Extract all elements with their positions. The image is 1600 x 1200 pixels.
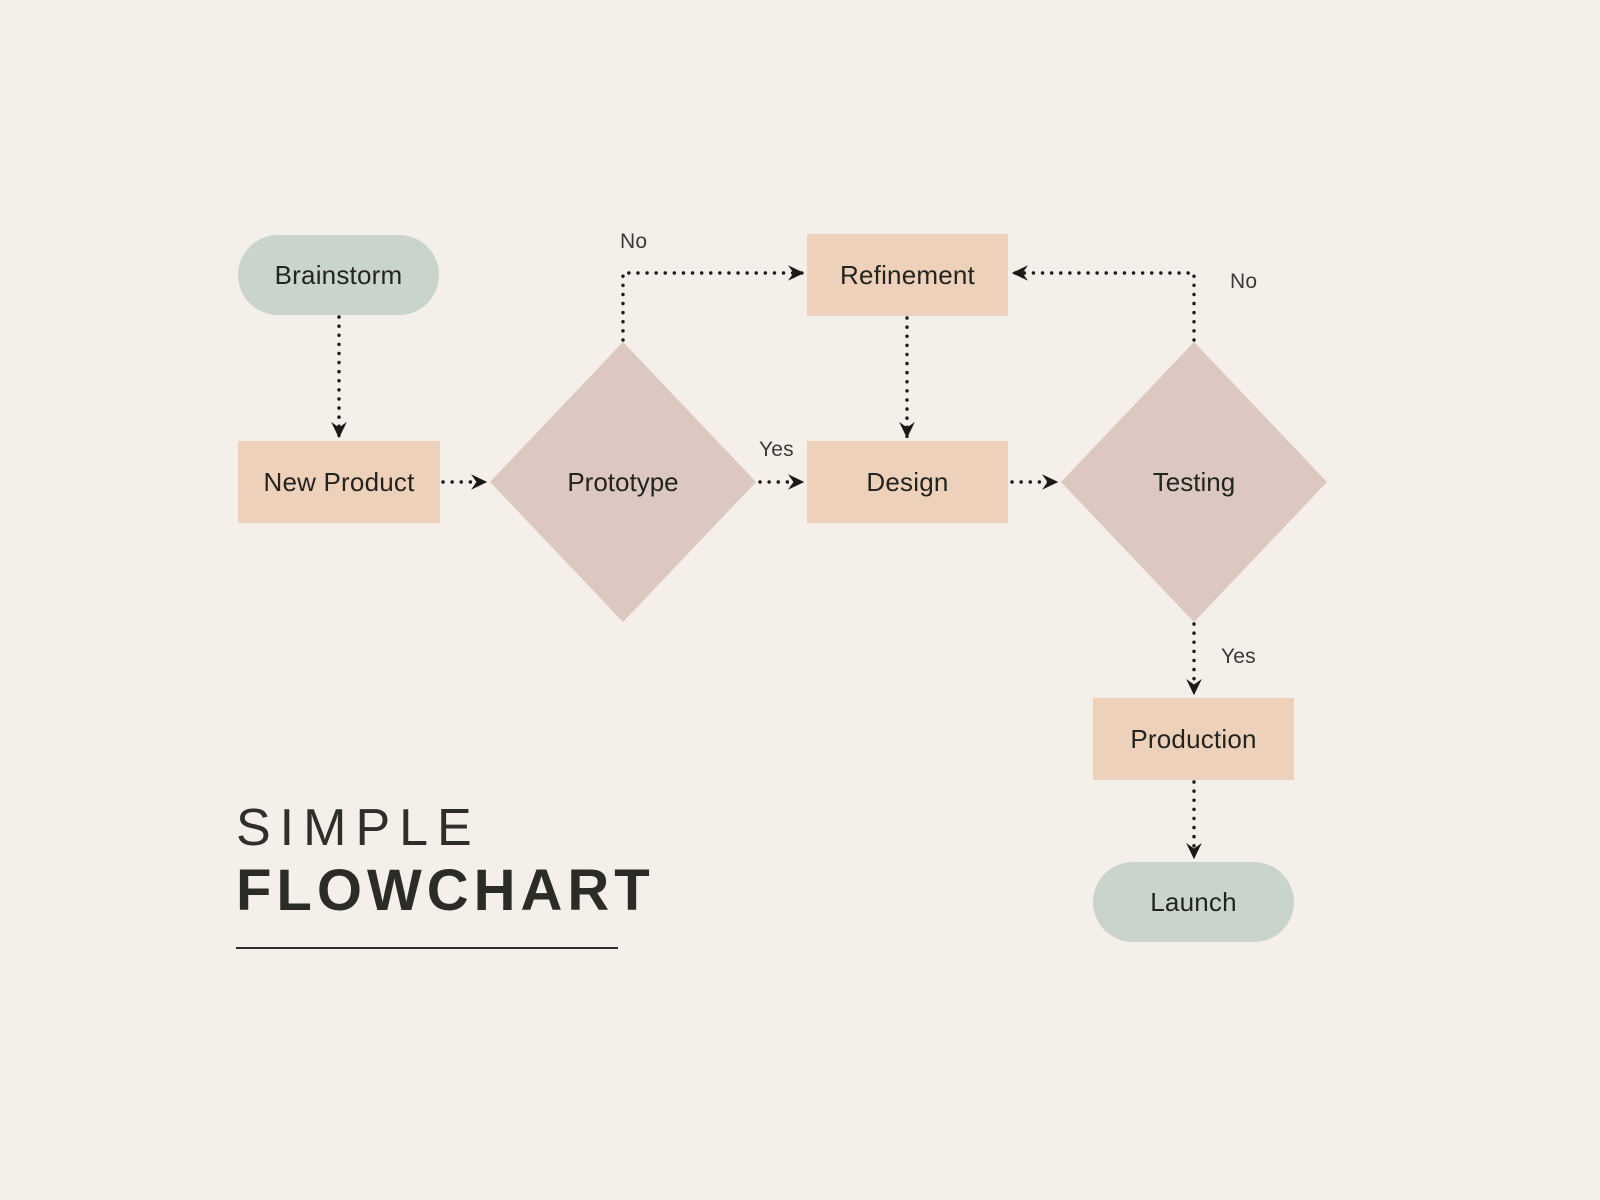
edge-prototype-no-refinement [621,265,805,342]
edge-label-yes-design: Yes [759,438,794,461]
node-production-label: Production [1130,723,1257,754]
node-production[interactable]: Production [1093,698,1294,780]
node-launch[interactable]: Launch [1093,862,1294,942]
node-refinement[interactable]: Refinement [807,234,1008,316]
node-testing-label: Testing [1152,466,1236,497]
edge-label-no-testing: No [1230,270,1258,293]
title-line-flowchart: FLOWCHART [236,858,655,924]
title-underline-rule [236,946,618,949]
edge-label-no-prototype: No [620,230,648,253]
title-block: SIMPLE FLOWCHART [236,800,796,949]
node-new-product-label: New Product [263,466,415,497]
title-line-simple: SIMPLE [236,799,481,857]
edge-label-yes-production: Yes [1221,645,1256,668]
node-design-label: Design [866,466,949,497]
node-design[interactable]: Design [807,441,1008,523]
node-prototype[interactable]: Prototype [490,342,756,622]
edge-testing-no-refinement [1011,265,1196,342]
node-refinement-label: Refinement [840,259,975,290]
node-testing[interactable]: Testing [1061,342,1327,622]
node-prototype-label: Prototype [567,466,679,497]
node-brainstorm[interactable]: Brainstorm [238,235,439,315]
node-launch-label: Launch [1150,886,1237,917]
node-new-product[interactable]: New Product [238,441,440,523]
node-brainstorm-label: Brainstorm [274,259,403,290]
